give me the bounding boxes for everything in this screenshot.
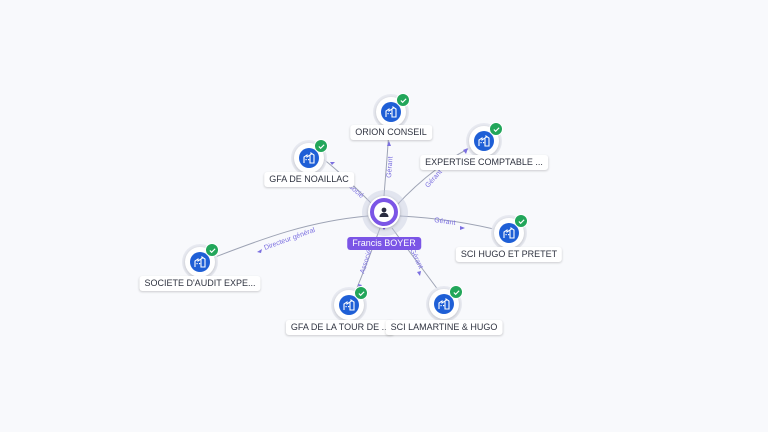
company-label-lamartine[interactable]: SCI LAMARTINE & HUGO [385, 320, 503, 335]
check-icon [314, 139, 328, 153]
company-label-audit[interactable]: SOCIETE D'AUDIT EXPE... [139, 276, 261, 291]
company-node-hugo[interactable] [494, 214, 528, 248]
building-icon [194, 256, 206, 268]
person-name-label[interactable]: Francis BOYER [347, 237, 421, 250]
building-icon [503, 227, 515, 239]
company-node-tour[interactable] [334, 286, 368, 320]
company-label-orion[interactable]: ORION CONSEIL [350, 125, 432, 140]
arrow-noaillac [330, 162, 335, 165]
arrow-audit [257, 249, 262, 253]
arrow-expertise [463, 148, 468, 154]
edge-label-orion: Gérant [386, 156, 394, 178]
edge-label-lamartine: Gérant [408, 248, 424, 270]
edge-label-expertise: Gérant [424, 169, 444, 190]
building-icon [343, 299, 355, 311]
building-icon [303, 152, 315, 164]
arrow-hugo [460, 226, 465, 230]
company-node-noaillac[interactable] [294, 139, 328, 173]
building-icon [438, 298, 450, 310]
edge-audit [201, 215, 369, 263]
company-node-lamartine[interactable] [429, 285, 463, 319]
person-icon [379, 207, 389, 217]
company-label-expertise[interactable]: EXPERTISE COMPTABLE ... [420, 155, 548, 170]
check-icon [396, 93, 410, 107]
building-icon [385, 106, 397, 118]
company-label-hugo[interactable]: SCI HUGO ET PRETET [455, 247, 563, 262]
arrow-orion [387, 141, 391, 146]
check-icon [514, 214, 528, 228]
company-node-orion[interactable] [376, 93, 410, 127]
check-icon [354, 286, 368, 300]
edge-label-hugo: Gérant [434, 217, 456, 227]
company-label-noaillac[interactable]: GFA DE NOAILLAC [264, 172, 354, 187]
building-icon [478, 135, 490, 147]
company-node-expertise[interactable] [469, 122, 503, 156]
check-icon [205, 243, 219, 257]
company-node-audit[interactable] [185, 243, 219, 277]
edge-label-tour: Associé [359, 249, 373, 275]
person-node[interactable] [368, 196, 400, 228]
check-icon [449, 285, 463, 299]
arrow-lamartine [417, 271, 421, 276]
check-icon [489, 122, 503, 136]
company-label-tour[interactable]: GFA DE LA TOUR DE ... [285, 320, 395, 335]
